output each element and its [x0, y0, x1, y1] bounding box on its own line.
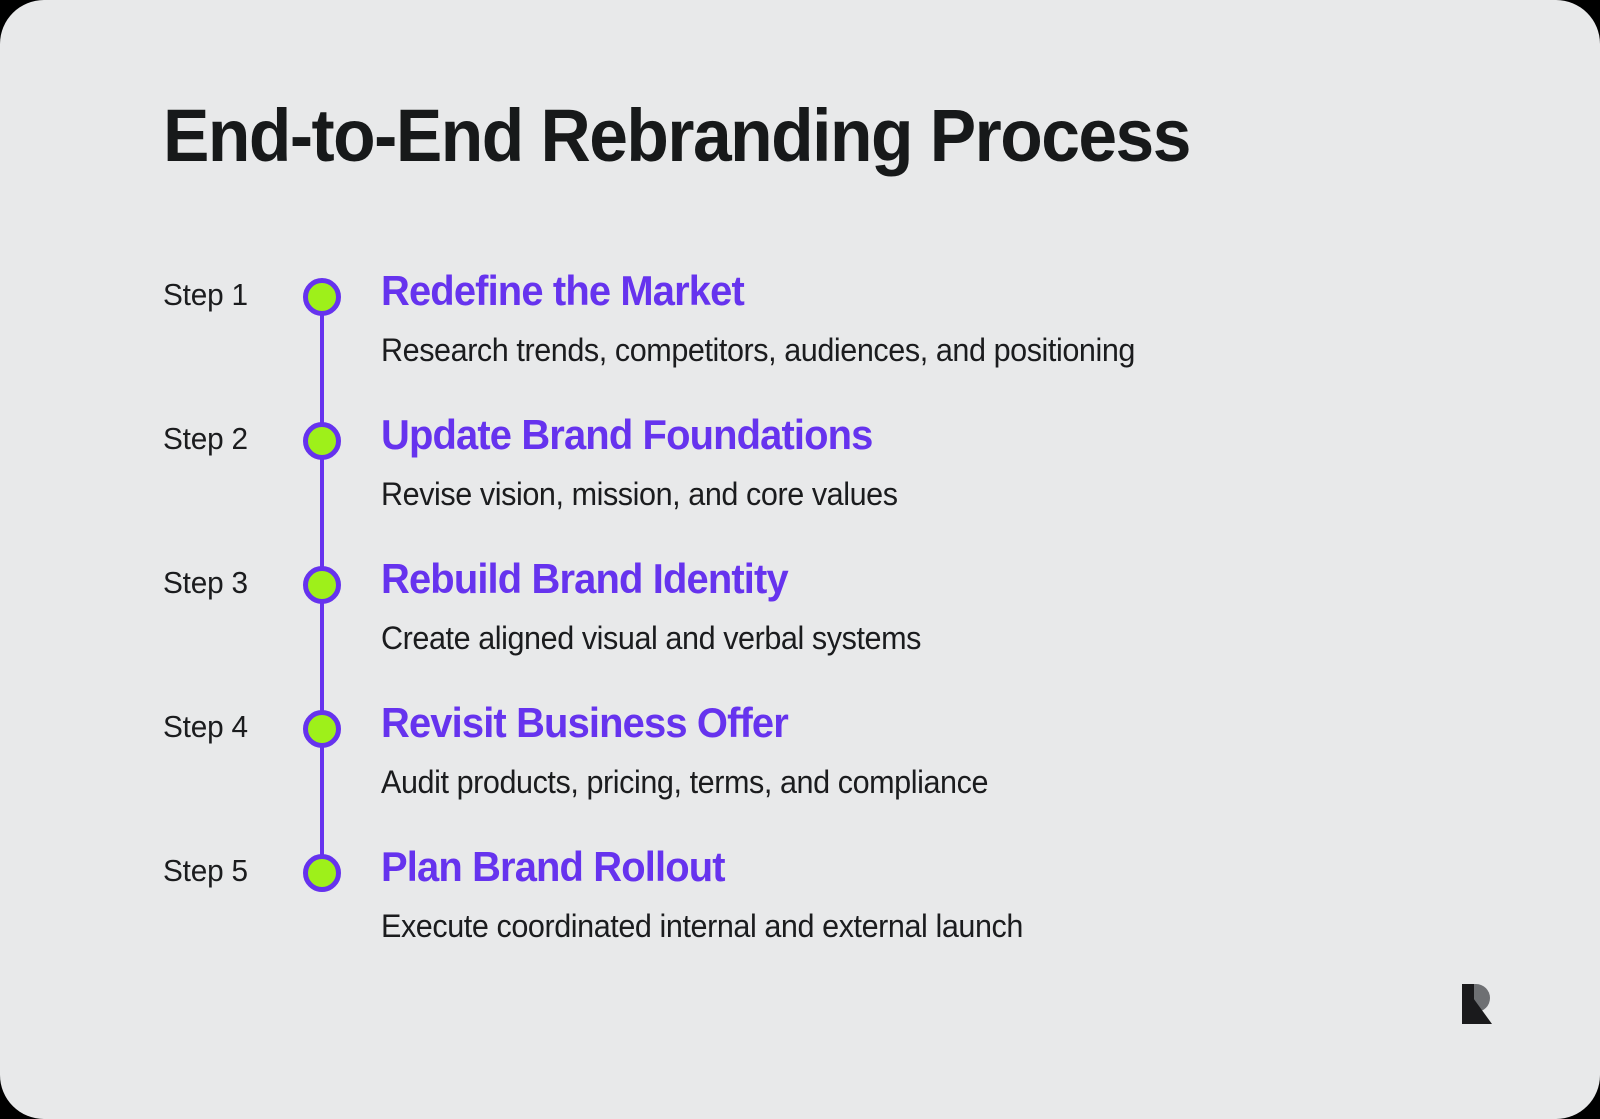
timeline-step: Step 4 Revisit Business Offer Audit prod…: [0, 684, 1600, 828]
timeline-step: Step 3 Rebuild Brand Identity Create ali…: [0, 540, 1600, 684]
step-marker-dot[interactable]: [303, 566, 341, 604]
timeline-step: Step 2 Update Brand Foundations Revise v…: [0, 396, 1600, 540]
step-marker-dot[interactable]: [303, 422, 341, 460]
step-title: Rebuild Brand Identity: [381, 555, 789, 602]
step-description: Audit products, pricing, terms, and comp…: [381, 764, 989, 800]
step-title: Update Brand Foundations: [381, 411, 873, 458]
timeline-step: Step 5 Plan Brand Rollout Execute coordi…: [0, 828, 1600, 972]
timeline-step: Step 1 Redefine the Market Research tren…: [0, 252, 1600, 396]
step-description: Execute coordinated internal and externa…: [381, 908, 1023, 944]
r-logo: [1452, 980, 1500, 1028]
step-marker-dot[interactable]: [303, 278, 341, 316]
step-label: Step 1: [163, 277, 248, 312]
step-title: Redefine the Market: [381, 267, 745, 314]
step-label: Step 2: [163, 421, 248, 456]
step-description: Research trends, competitors, audiences,…: [381, 332, 1135, 368]
step-marker-dot[interactable]: [303, 710, 341, 748]
step-title: Revisit Business Offer: [381, 699, 789, 746]
step-description: Revise vision, mission, and core values: [381, 476, 898, 512]
page-title: End-to-End Rebranding Process: [163, 94, 1191, 177]
step-title: Plan Brand Rollout: [381, 843, 726, 890]
step-description: Create aligned visual and verbal systems: [381, 620, 921, 656]
step-marker-dot[interactable]: [303, 854, 341, 892]
step-label: Step 4: [163, 709, 248, 744]
step-label: Step 5: [163, 853, 248, 888]
step-label: Step 3: [163, 565, 248, 600]
